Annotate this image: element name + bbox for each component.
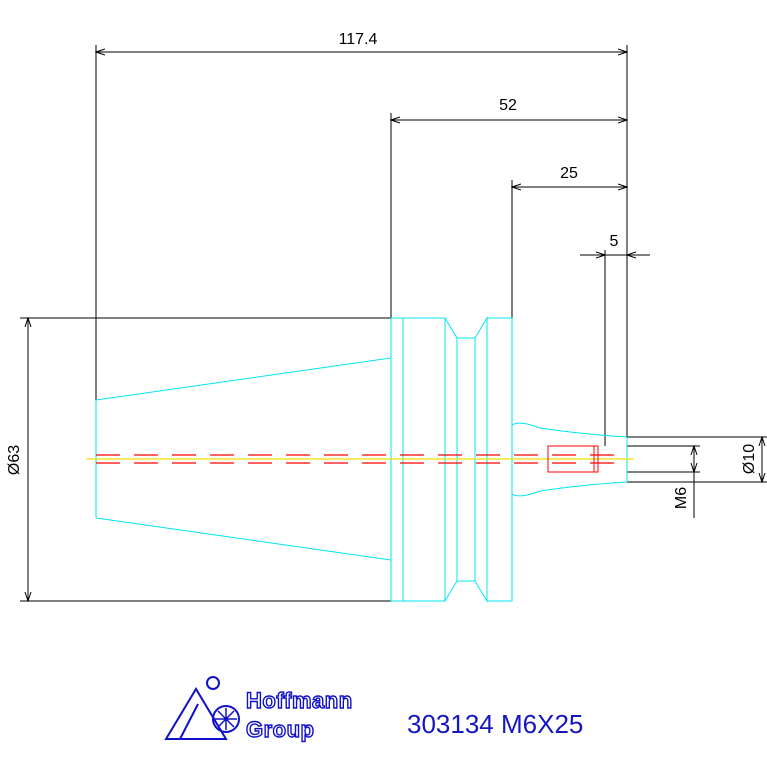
dimension-thread: M6 [627,446,700,518]
logo-text-group: Group [246,717,315,742]
hoffmann-group-logo: Hoffmann Group [164,676,353,743]
dimension-52-label: 52 [499,97,517,114]
dimension-m6-label: M6 [673,487,690,509]
dimension-d10-label: Ø10 [741,444,758,474]
logo-text-hoffmann: Hoffmann [246,688,353,713]
thread-hole [547,445,599,473]
dimension-5-label: 5 [610,233,619,250]
dimension-shank-length: 25 [512,165,627,318]
dimension-flange-to-tip: 52 [391,97,627,318]
dimension-117-4-label: 117.4 [339,31,378,48]
dimension-taper-diameter: Ø63 [6,318,400,601]
part-number-label: 303134 M6X25 [407,709,583,739]
dimension-25-label: 25 [560,165,578,182]
dimension-tip-diameter: Ø10 [627,437,767,482]
dimension-overall-length: 117.4 [96,31,627,460]
dimension-thread-length: 5 [580,233,650,446]
logo-emblem-icon [164,676,240,740]
dimension-d63-label: Ø63 [6,445,23,475]
centerline [86,454,634,464]
